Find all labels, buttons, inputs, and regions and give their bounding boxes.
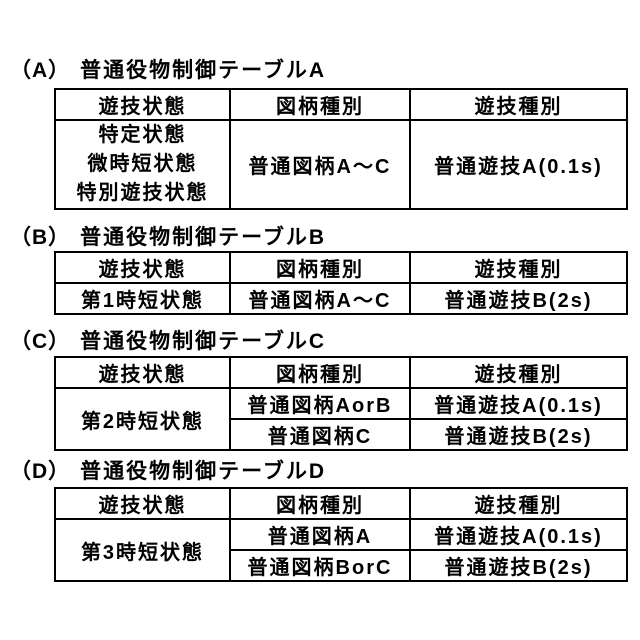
cell-game-type: 普通遊技A(0.1s)	[409, 387, 628, 420]
section-a-label: （A）	[10, 59, 71, 82]
cell-game-state: 第2時短状態	[54, 387, 231, 451]
section-b-title-text: 普通役物制御テーブルB	[80, 226, 327, 249]
cell-game-type: 普通遊技B(2s)	[409, 282, 628, 315]
cell-pattern-type: 普通図柄A～C	[229, 282, 411, 315]
table-row: 普通図柄BorC 普通遊技B(2s)	[55, 549, 628, 582]
section-c-title: （C） 普通役物制御テーブルC	[10, 330, 326, 354]
table-b: 遊技状態 図柄種別 遊技種別 第1時短状態 普通図柄A～C 普通遊技B(2s)	[54, 251, 628, 315]
table-row: 第1時短状態 普通図柄A～C 普通遊技B(2s)	[54, 282, 628, 315]
header-game-state: 遊技状態	[54, 356, 231, 389]
header-game-state: 遊技状態	[54, 88, 231, 121]
state-line: 微時短状態	[87, 153, 198, 175]
header-pattern-type: 図柄種別	[229, 356, 411, 389]
header-game-type: 遊技種別	[409, 88, 628, 121]
table-row: 普通図柄C 普通遊技B(2s)	[55, 418, 628, 451]
section-a-title-text: 普通役物制御テーブルA	[80, 59, 327, 82]
header-pattern-type: 図柄種別	[229, 251, 411, 284]
state-line: 特定状態	[98, 124, 187, 146]
cell-game-state: 特定状態 微時短状態 特別遊技状態	[54, 119, 231, 210]
table-a-header-row: 遊技状態 図柄種別 遊技種別	[54, 88, 628, 121]
cell-pattern-type: 普通図柄AorB	[229, 387, 411, 420]
header-game-type: 遊技種別	[409, 251, 628, 284]
table-a: 遊技状態 図柄種別 遊技種別 特定状態 微時短状態 特別遊技状態 普通図柄A～C…	[54, 88, 628, 210]
table-row: 第2時短状態 普通図柄AorB 普通遊技A(0.1s)	[54, 387, 628, 451]
cell-pattern-type: 普通図柄A	[229, 518, 411, 551]
section-c-title-text: 普通役物制御テーブルC	[80, 330, 327, 353]
table-c-header-row: 遊技状態 図柄種別 遊技種別	[54, 356, 628, 389]
header-game-state: 遊技状態	[54, 487, 231, 520]
header-game-type: 遊技種別	[409, 356, 628, 389]
table-c: 遊技状態 図柄種別 遊技種別 第2時短状態 普通図柄AorB 普通遊技A(0.1…	[54, 356, 628, 451]
cell-game-type: 普通遊技B(2s)	[409, 418, 628, 451]
table-d-header-row: 遊技状態 図柄種別 遊技種別	[54, 487, 628, 520]
section-b-label: （B）	[10, 226, 71, 249]
table-b-header-row: 遊技状態 図柄種別 遊技種別	[54, 251, 628, 284]
header-game-state: 遊技状態	[54, 251, 231, 284]
table-d: 遊技状態 図柄種別 遊技種別 第3時短状態 普通図柄A 普通遊技A(0.1s) …	[54, 487, 628, 582]
section-a-title: （A） 普通役物制御テーブルA	[10, 59, 326, 83]
cell-game-type: 普通遊技A(0.1s)	[409, 518, 628, 551]
cell-game-state: 第3時短状態	[54, 518, 231, 582]
table-row: 第3時短状態 普通図柄A 普通遊技A(0.1s)	[54, 518, 628, 582]
cell-pattern-type: 普通図柄A～C	[229, 119, 411, 210]
section-c-label: （C）	[10, 330, 71, 353]
section-d-label: （D）	[10, 460, 71, 483]
state-line: 特別遊技状態	[76, 182, 209, 204]
section-b-title: （B） 普通役物制御テーブルB	[10, 226, 326, 250]
table-row: 特定状態 微時短状態 特別遊技状態 普通図柄A～C 普通遊技A(0.1s)	[54, 119, 628, 210]
section-d-title-text: 普通役物制御テーブルD	[80, 460, 327, 483]
header-pattern-type: 図柄種別	[229, 88, 411, 121]
section-d-title: （D） 普通役物制御テーブルD	[10, 460, 326, 484]
cell-pattern-type: 普通図柄BorC	[229, 549, 411, 582]
cell-game-type: 普通遊技B(2s)	[409, 549, 628, 582]
header-game-type: 遊技種別	[409, 487, 628, 520]
cell-game-type: 普通遊技A(0.1s)	[409, 119, 628, 210]
cell-game-state: 第1時短状態	[54, 282, 231, 315]
header-pattern-type: 図柄種別	[229, 487, 411, 520]
cell-pattern-type: 普通図柄C	[229, 418, 411, 451]
